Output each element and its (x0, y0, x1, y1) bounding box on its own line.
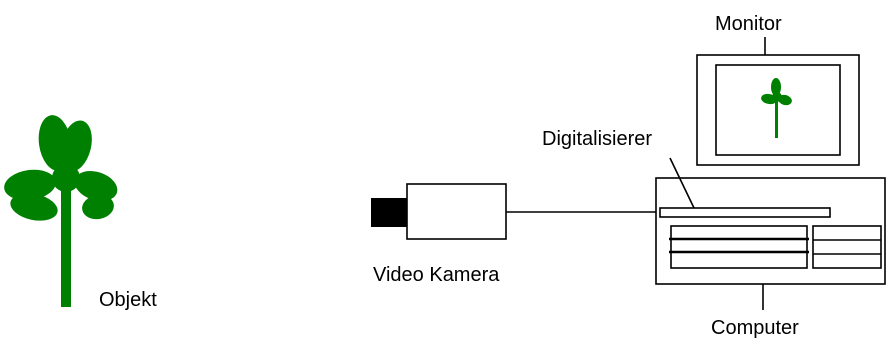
camera-body (406, 183, 507, 240)
computer (655, 177, 886, 285)
digitizer-label: Digitalisierer (542, 128, 652, 150)
digitizer-leader-line (669, 157, 695, 209)
object-plant (4, 115, 118, 307)
camera-lens (371, 198, 407, 227)
disk-drive-left (669, 225, 809, 269)
computer-label: Computer (711, 317, 799, 339)
monitor (696, 54, 860, 166)
monitor-label: Monitor (715, 13, 782, 35)
plant-leaves (4, 115, 118, 221)
digitizer-card (659, 207, 831, 218)
object-label: Objekt (99, 289, 157, 311)
plant-stem (61, 170, 71, 307)
monitor-plant-image (761, 78, 792, 138)
camera-label: Video Kamera (373, 264, 500, 286)
video-camera (371, 183, 507, 240)
disk-drive-right (812, 225, 882, 269)
